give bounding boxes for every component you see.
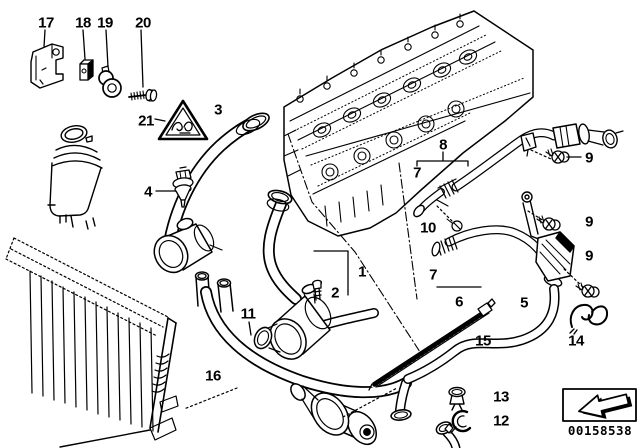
radiator-pipes [194,271,234,313]
upper-radiator-hose [162,112,270,253]
callout-3[interactable]: 3 [214,101,222,119]
callout-6[interactable]: 6 [455,293,463,311]
screw-icon [536,215,561,231]
grommet-icon [98,65,122,98]
callout-9[interactable]: 9 [585,213,593,231]
engine-block [283,10,534,237]
screw-icon [575,282,600,298]
screw-icon [545,148,570,164]
callout-18[interactable]: 18 [75,14,91,32]
callout-11[interactable]: 11 [240,305,256,323]
bolt-icon [311,279,323,301]
callout-5[interactable]: 5 [520,294,528,312]
stamp-number: 00158538 [568,423,632,438]
callout-12[interactable]: 12 [493,412,509,430]
hose-clamp-icon [444,409,472,434]
callout-1[interactable]: 1 [358,263,366,281]
level-sensor-housing [153,217,223,274]
callout-15[interactable]: 15 [475,332,491,350]
expansion-tank [47,125,103,230]
warning-triangle-icon [157,99,209,141]
stamp: 00158538 [562,388,637,438]
hose-clamp-icon [448,386,466,411]
callout-13[interactable]: 13 [493,388,509,406]
callout-14[interactable]: 14 [568,332,584,350]
engine-return-hose [413,123,624,222]
screw-icon [446,218,463,232]
callout-16[interactable]: 16 [205,367,221,385]
callout-8[interactable]: 8 [439,136,447,154]
callout-9[interactable]: 9 [585,149,593,167]
callout-19[interactable]: 19 [97,14,113,32]
center-hose [262,189,302,305]
callout-21[interactable]: 21 [138,112,154,130]
screw-icon [128,88,158,102]
radiator [5,237,179,448]
retaining-clip-icon [569,303,609,335]
callout-17[interactable]: 17 [38,14,54,32]
callout-4[interactable]: 4 [144,183,152,201]
section-lines [287,133,421,353]
callout-20[interactable]: 20 [135,14,151,32]
bracket-icon [30,43,64,89]
temp-sensor-icon [172,166,194,208]
callout-2[interactable]: 2 [331,284,339,302]
thermostat-housing [253,283,379,360]
callout-9[interactable]: 9 [585,247,593,265]
clip-icon [79,59,94,81]
direction-arrow-icon [578,393,633,419]
bleed-pipe [368,298,496,391]
mounting-bracket [521,191,584,288]
water-pump [290,383,398,446]
lower-hose [200,286,412,421]
callout-7[interactable]: 7 [413,164,421,182]
callout-7[interactable]: 7 [429,266,437,284]
leader-lines [43,29,582,410]
callout-10[interactable]: 10 [420,219,436,237]
